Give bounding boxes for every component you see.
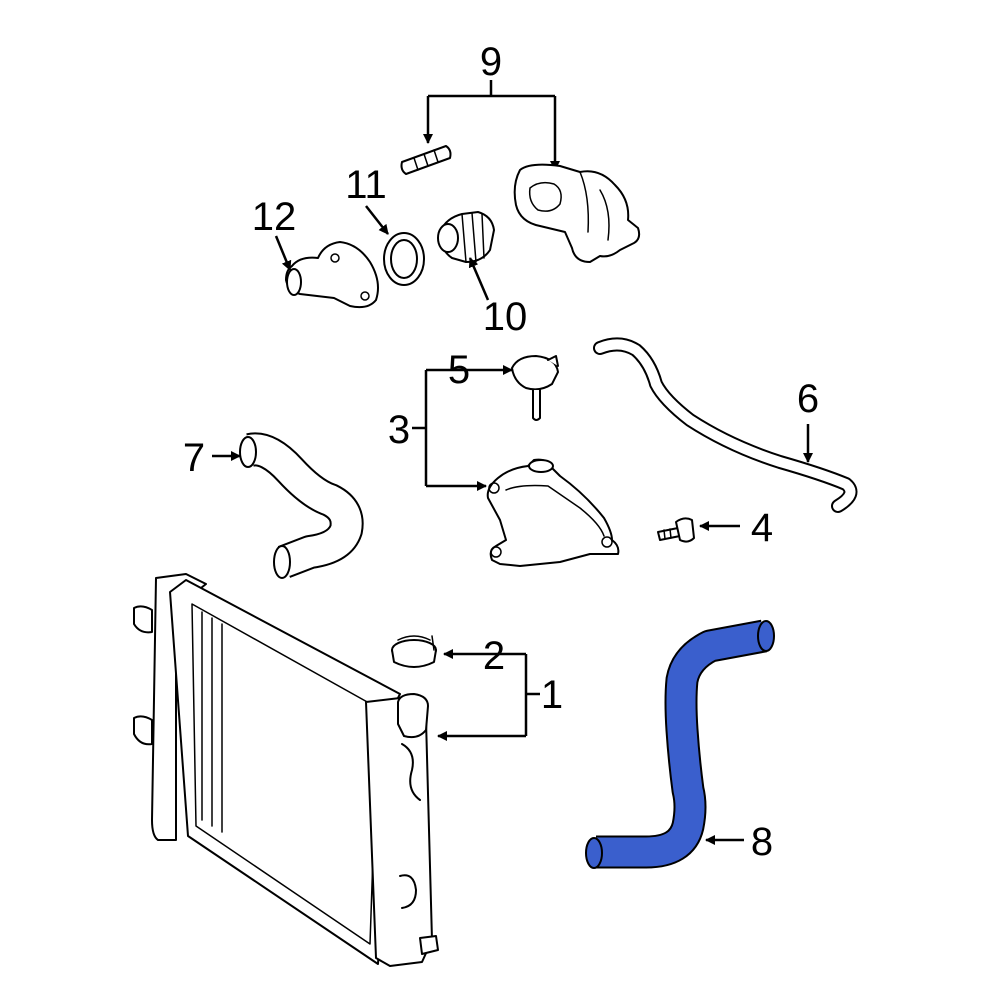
hose-8-highlight bbox=[596, 621, 767, 867]
gasket-11 bbox=[383, 232, 425, 286]
callout-7: 7 bbox=[183, 436, 205, 480]
callout-3: 3 bbox=[388, 408, 410, 452]
part-7-group: 7 bbox=[183, 432, 364, 579]
callout-4: 4 bbox=[751, 506, 773, 550]
leader-10 bbox=[468, 257, 490, 301]
callout-11: 11 bbox=[345, 163, 387, 207]
hose-8-end-upper bbox=[757, 620, 775, 652]
callout-8: 8 bbox=[751, 820, 773, 864]
callout-5: 5 bbox=[448, 348, 470, 392]
part-2-group: 2 bbox=[391, 634, 526, 678]
thermostat-housing-9 bbox=[513, 163, 641, 263]
hose-8-end-lower bbox=[585, 837, 603, 869]
water-inlet-12 bbox=[285, 241, 379, 309]
coolant-reservoir-3 bbox=[486, 458, 620, 567]
bolt-4 bbox=[657, 517, 695, 543]
part-12-group: 12 bbox=[252, 195, 379, 309]
leader-11 bbox=[365, 205, 389, 235]
part-9-group: 9 bbox=[400, 40, 641, 263]
callout-10: 10 bbox=[483, 295, 528, 339]
part-11-group: 11 bbox=[345, 163, 425, 286]
part-10-group: 10 bbox=[437, 211, 528, 339]
callout-2: 2 bbox=[483, 634, 505, 678]
lower-radiator-hose-8[interactable] bbox=[585, 619, 775, 869]
callout-12: 12 bbox=[252, 195, 297, 239]
radiator-1 bbox=[133, 573, 439, 967]
overflow-hose-6 bbox=[593, 337, 858, 513]
part-1-group: 1 bbox=[133, 573, 563, 967]
part-6-group: 6 bbox=[593, 337, 858, 513]
part-8-group: 8 bbox=[585, 619, 775, 869]
radiator-cap-2 bbox=[391, 635, 437, 668]
part-3-group: 3 5 4 bbox=[388, 348, 773, 567]
reservoir-cap-5 bbox=[511, 355, 559, 421]
callout-1: 1 bbox=[541, 673, 563, 717]
callout-6: 6 bbox=[797, 377, 819, 421]
leader-12 bbox=[274, 235, 292, 271]
stud-bolt-9 bbox=[400, 145, 452, 175]
thermostat-10 bbox=[437, 211, 495, 263]
upper-radiator-hose-7 bbox=[239, 432, 364, 579]
callout-9: 9 bbox=[480, 40, 502, 84]
